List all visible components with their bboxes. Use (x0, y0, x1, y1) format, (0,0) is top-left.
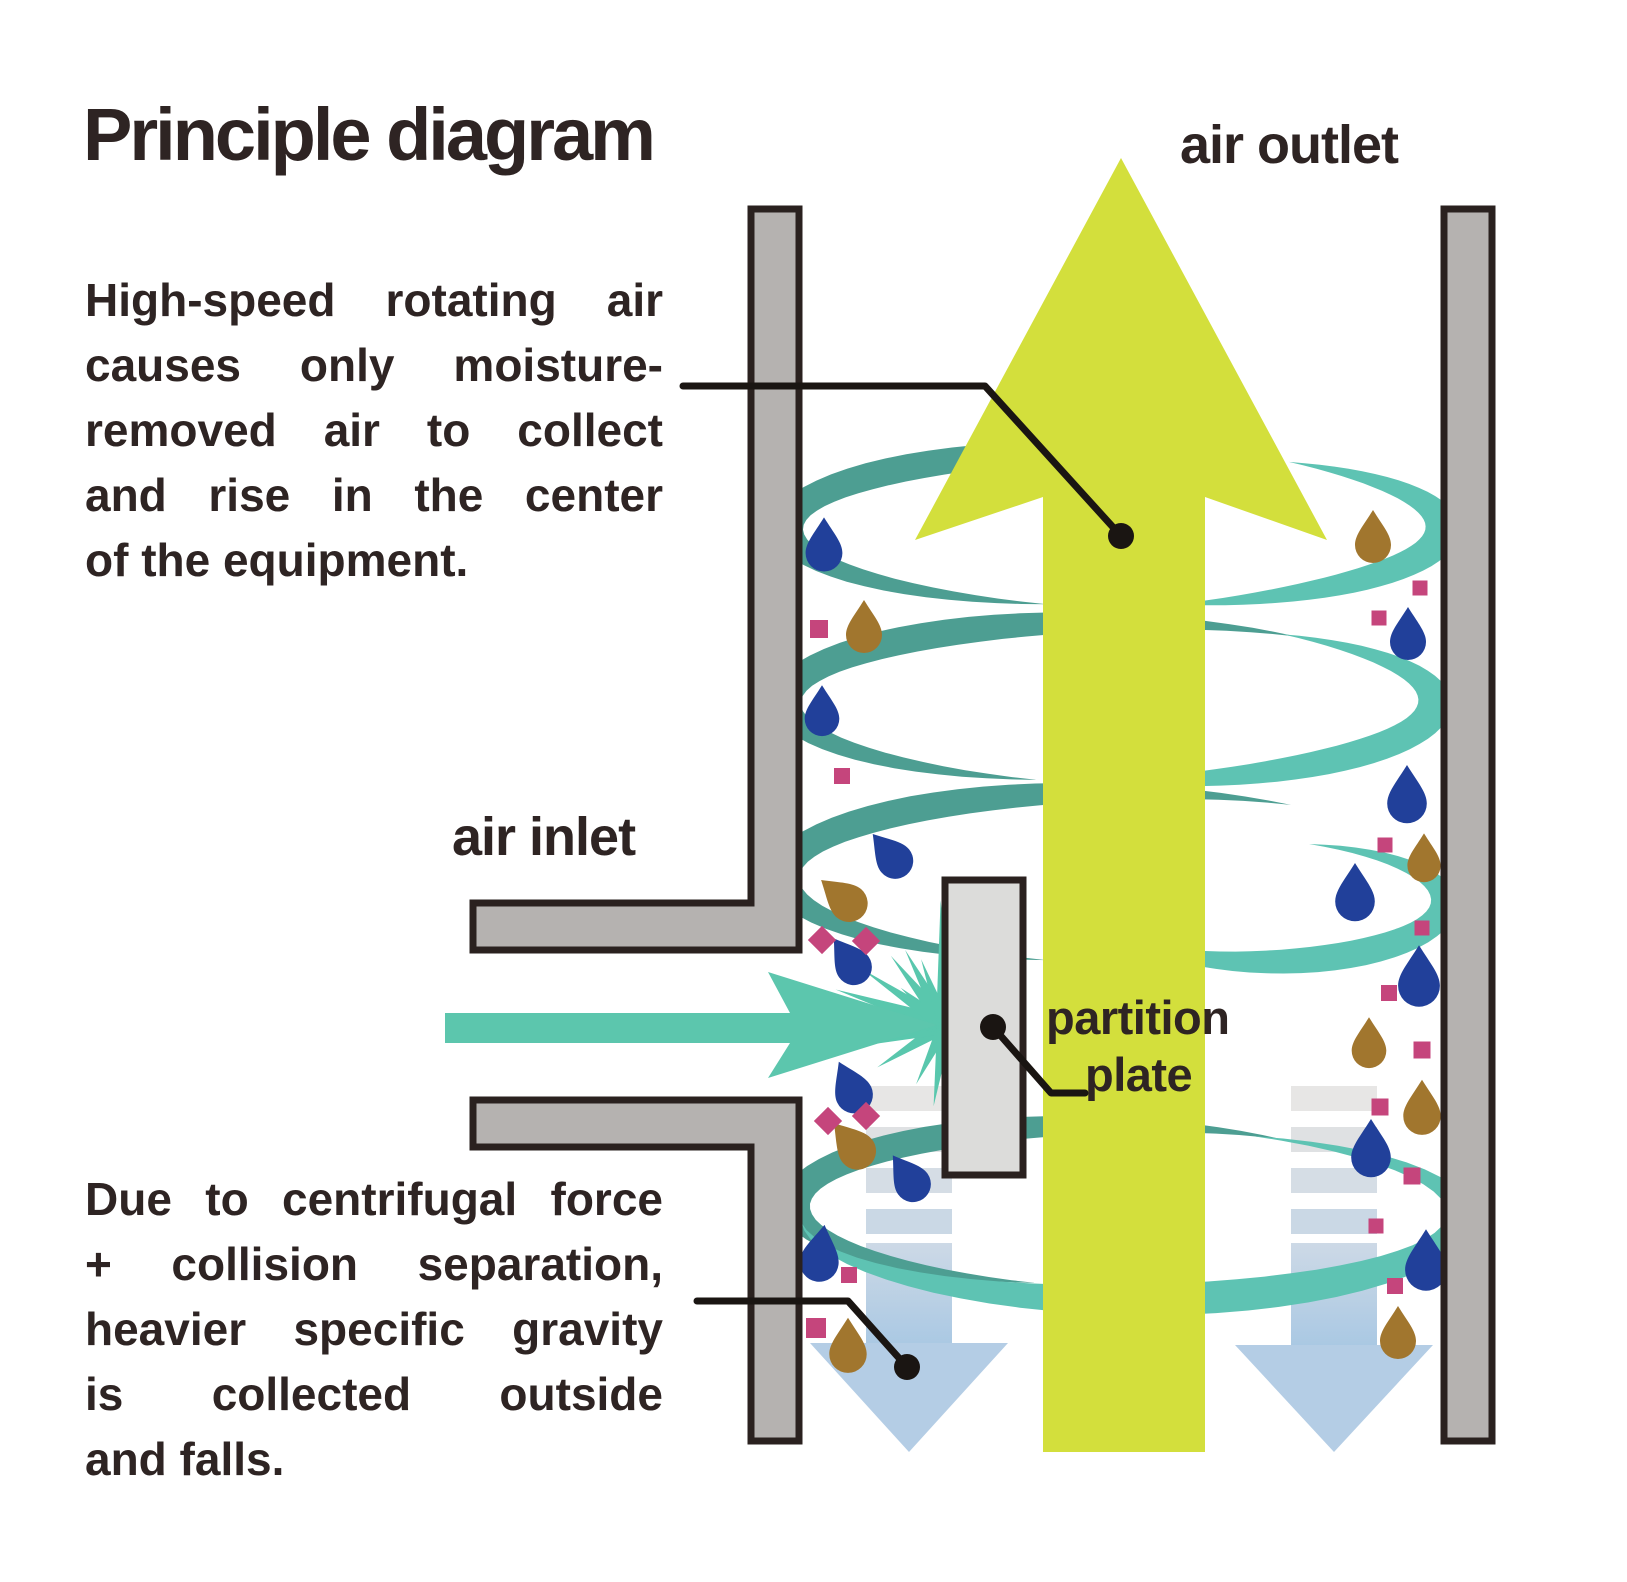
up-air-arrow (915, 158, 1327, 1452)
moisture-droplet (799, 1224, 839, 1282)
moisture-droplet (1390, 607, 1426, 660)
down-arrow-head (810, 1343, 1008, 1452)
dust-particle (1368, 1218, 1384, 1234)
moisture-droplet (805, 517, 843, 572)
moisture-droplet (835, 1061, 873, 1114)
air-inlet-label: air inlet (452, 807, 636, 867)
description-bottom-line: is collected outside (85, 1368, 663, 1420)
dust-particle (1371, 610, 1387, 626)
inlet-wall-upper (469, 205, 803, 954)
description-top: High-speed rotating air causes only mois… (85, 268, 663, 593)
moisture-droplet (1335, 863, 1375, 922)
description-bottom: Due to centrifugal force + collision sep… (85, 1167, 663, 1492)
moisture-droplet (872, 834, 914, 879)
dust-particle (813, 1106, 843, 1136)
swirl-arc (1172, 461, 1461, 606)
swirl-arc (1081, 634, 1452, 787)
air-outlet-label: air outlet (1180, 115, 1399, 175)
description-bottom-line: and falls. (85, 1433, 285, 1485)
oil-droplet (829, 1317, 867, 1373)
description-top-line: of the equipment. (85, 534, 469, 586)
down-arrow-stripe (1291, 1209, 1377, 1234)
swirl-arc (780, 1116, 1283, 1283)
description-top-line: High-speed rotating air (85, 274, 663, 326)
oil-droplet (1351, 1017, 1387, 1069)
dust-particle (1387, 1278, 1403, 1294)
moisture-droplet (1405, 1229, 1447, 1291)
down-arrow-stripe (866, 1209, 952, 1234)
moisture-droplet (1387, 765, 1427, 824)
dust-particle (806, 1318, 826, 1338)
description-top-line: and rise in the center (85, 469, 663, 521)
description-top-line: removed air to collect (85, 404, 663, 456)
dust-particle (1412, 580, 1428, 596)
down-arrow-stripe (866, 1086, 952, 1111)
oil-droplet (846, 600, 882, 653)
oil-droplet (833, 1123, 877, 1170)
right-wall (1440, 205, 1496, 1445)
dust-particle (1381, 985, 1397, 1001)
dust-particle (807, 925, 837, 955)
callout-line (693, 1297, 911, 1371)
dust-particle (834, 768, 850, 784)
oil-droplet (1403, 1079, 1441, 1135)
dust-particle (851, 1101, 881, 1131)
callout-dot (1108, 523, 1134, 549)
partition-plate-label-line1: partition (1046, 991, 1230, 1044)
dust-particle (1403, 1167, 1421, 1185)
oil-droplet (1380, 1306, 1416, 1359)
dust-particle (1377, 837, 1393, 853)
swirl-arc (1104, 844, 1458, 974)
dust-particle (1414, 920, 1430, 936)
callout-line (679, 382, 1125, 540)
description-bottom-line: + collision separation, (85, 1238, 663, 1290)
description-bottom-line: Due to centrifugal force (85, 1173, 663, 1225)
moisture-droplet (804, 685, 840, 737)
dust-particle (851, 926, 881, 956)
callout-dot (980, 1014, 1006, 1040)
collision-burst-spike (862, 969, 950, 1032)
dust-particle (810, 620, 828, 638)
moisture-droplet (1351, 1119, 1391, 1178)
callout-dot (894, 1354, 920, 1380)
oil-droplet (821, 879, 868, 923)
dust-particle (1413, 1041, 1431, 1059)
moisture-droplet (1398, 945, 1440, 1007)
callout-line (989, 1023, 1089, 1097)
dust-particle (1371, 1098, 1389, 1116)
down-arrow-stripe (1291, 1086, 1377, 1111)
inlet-wall-lower (469, 1096, 803, 1445)
description-bottom-line: heavier specific gravity (85, 1303, 663, 1355)
moisture-droplet (892, 1155, 931, 1203)
oil-droplet (1407, 833, 1441, 883)
swirl-arc (767, 783, 1291, 961)
page-title: Principle diagram (83, 93, 656, 176)
down-arrow-head (1235, 1345, 1433, 1452)
moisture-droplet (833, 938, 872, 986)
oil-droplet (1355, 510, 1391, 563)
swirl-arc (769, 612, 1297, 780)
inlet-air-arrow (445, 972, 937, 1078)
swirl-arc (771, 441, 1279, 605)
description-top-line: causes only moisture- (85, 339, 663, 391)
partition-plate-label-line2: plate (1085, 1048, 1193, 1101)
dust-particle (841, 1267, 857, 1283)
